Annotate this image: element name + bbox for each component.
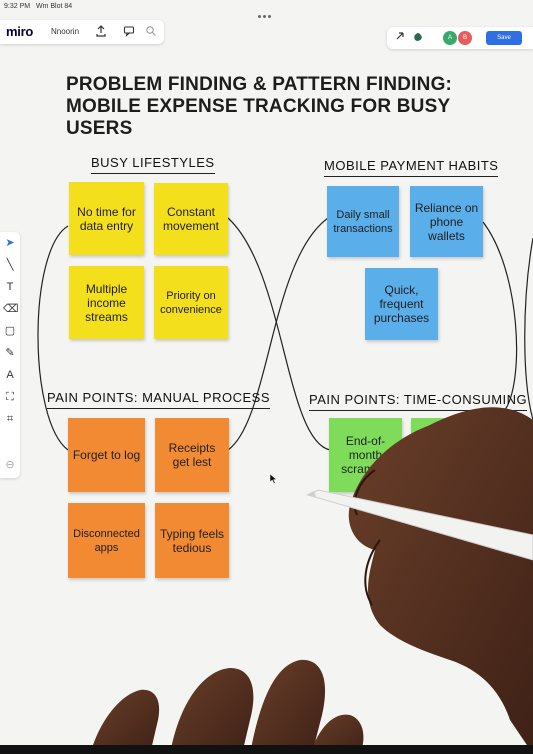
sticky-note[interactable]: Daily small transactions (327, 186, 399, 257)
sticky-note[interactable]: Priority on convenience (154, 266, 228, 339)
shape-tool-icon[interactable]: ▢ (4, 325, 16, 337)
miro-logo[interactable]: miro (6, 24, 33, 39)
section-title-text: BUSY LIFESTYLES (91, 155, 215, 170)
eraser-tool-icon[interactable]: ⌫ (3, 303, 19, 315)
section-title-busy[interactable]: BUSY LIFESTYLES (91, 155, 215, 174)
font-tool-icon[interactable]: A (6, 369, 14, 381)
sticky-note[interactable]: Constant movement (154, 183, 228, 255)
section-title-mobile[interactable]: MOBILE PAYMENT HABITS (324, 158, 499, 177)
sticky-note[interactable]: Forget to log (68, 418, 145, 492)
sticky-note[interactable]: Reliance on phone wallets (410, 186, 483, 257)
section-title-text: PAIN POINTS: MANUAL PROCESS (47, 390, 270, 405)
status-time: 9:32 PM (4, 3, 31, 10)
text-tool-icon[interactable]: T (6, 281, 14, 293)
sticky-note[interactable]: End-of-month scramble (329, 418, 402, 492)
sticky-note[interactable]: Typing feels tedious (155, 503, 229, 578)
sticky-note[interactable]: Quick, frequent purchases (365, 268, 438, 340)
sticky-note[interactable]: Disconnected apps (68, 503, 145, 578)
board-title-line2: MOBILE EXPENSE TRACKING FOR BUSY USERS (66, 96, 450, 139)
multitasking-dots-icon[interactable] (258, 5, 278, 18)
section-title-time[interactable]: PAIN POINTS: TIME-CONSUMING (309, 392, 528, 411)
device-bezel (0, 745, 533, 754)
pen-tool-icon[interactable]: ╲ (6, 259, 14, 271)
avatar[interactable]: B (458, 31, 472, 45)
avatar[interactable]: A (443, 31, 457, 45)
cursor-arrow-icon[interactable] (393, 31, 407, 45)
select-tool-icon[interactable]: ➤ (5, 237, 15, 249)
main-toolbar: miro Nnoorin (0, 20, 164, 44)
sticky-note[interactable]: No time for data entry (69, 182, 144, 255)
collab-toolbar: A B Save (387, 27, 533, 49)
search-icon[interactable] (144, 25, 158, 39)
mouse-cursor-icon (270, 474, 278, 484)
sticky-note[interactable]: Receipts get lest (155, 418, 229, 492)
sticky-note-partial[interactable] (411, 418, 475, 492)
upload-icon[interactable] (94, 25, 108, 39)
board-name[interactable]: Nnoorin (51, 27, 80, 36)
section-title-text: PAIN POINTS: TIME-CONSUMING (309, 392, 528, 407)
board-title[interactable]: PROBLEM FINDING & PATTERN FINDING: MOBIL… (66, 74, 506, 140)
crop-tool-icon[interactable]: ⌗ (6, 413, 14, 425)
creation-toolbar: ➤ ╲ T ⌫ ▢ ✎ A ⛶ ⌗ ⊖ (0, 232, 20, 478)
save-button[interactable]: Save (486, 31, 522, 45)
frame-tool-icon[interactable]: ⛶ (6, 391, 14, 403)
status-carrier: Wm Blot 84 (36, 3, 73, 10)
sticky-note[interactable]: Multiple income streams (69, 266, 144, 339)
section-title-text: MOBILE PAYMENT HABITS (324, 158, 499, 173)
reactions-icon[interactable] (411, 31, 425, 45)
marker-tool-icon[interactable]: ✎ (5, 347, 15, 359)
section-title-manual[interactable]: PAIN POINTS: MANUAL PROCESS (47, 390, 270, 409)
more-tool-icon[interactable]: ⊖ (5, 459, 15, 471)
board-title-line1: PROBLEM FINDING & PATTERN FINDING: (66, 74, 453, 95)
status-bar: 9:32 PM Wm Blot 84 (0, 0, 533, 14)
comment-icon[interactable] (122, 25, 136, 39)
